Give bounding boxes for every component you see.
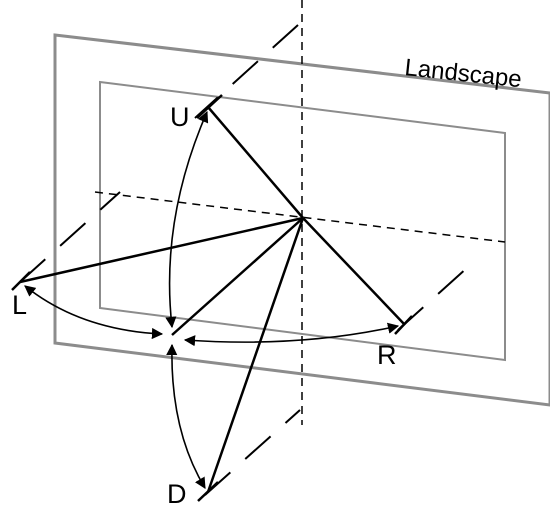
tick-left [11,271,31,291]
tick-down [197,481,219,502]
arc-up-to-center [165,110,209,329]
horizontal-dashed-axis [94,191,506,243]
left-dash-guide [19,191,121,283]
label-left: L [12,290,27,320]
outer-frame [53,33,550,407]
ray-up [207,106,304,219]
tick-up [196,94,223,119]
landscape-title: Landscape [403,54,523,93]
inner-screen [99,80,506,362]
lower-dash-guide [204,409,301,496]
ray-right [302,217,406,326]
label-down: D [167,479,187,506]
ray-left [19,216,304,284]
orientation-rays [19,106,406,493]
ray-down [206,217,305,493]
arc-left-to-center [24,285,164,340]
label-up: U [170,102,190,132]
arc-center-to-down [166,343,206,489]
label-right: R [377,340,397,370]
arc-center-to-right [183,322,400,347]
